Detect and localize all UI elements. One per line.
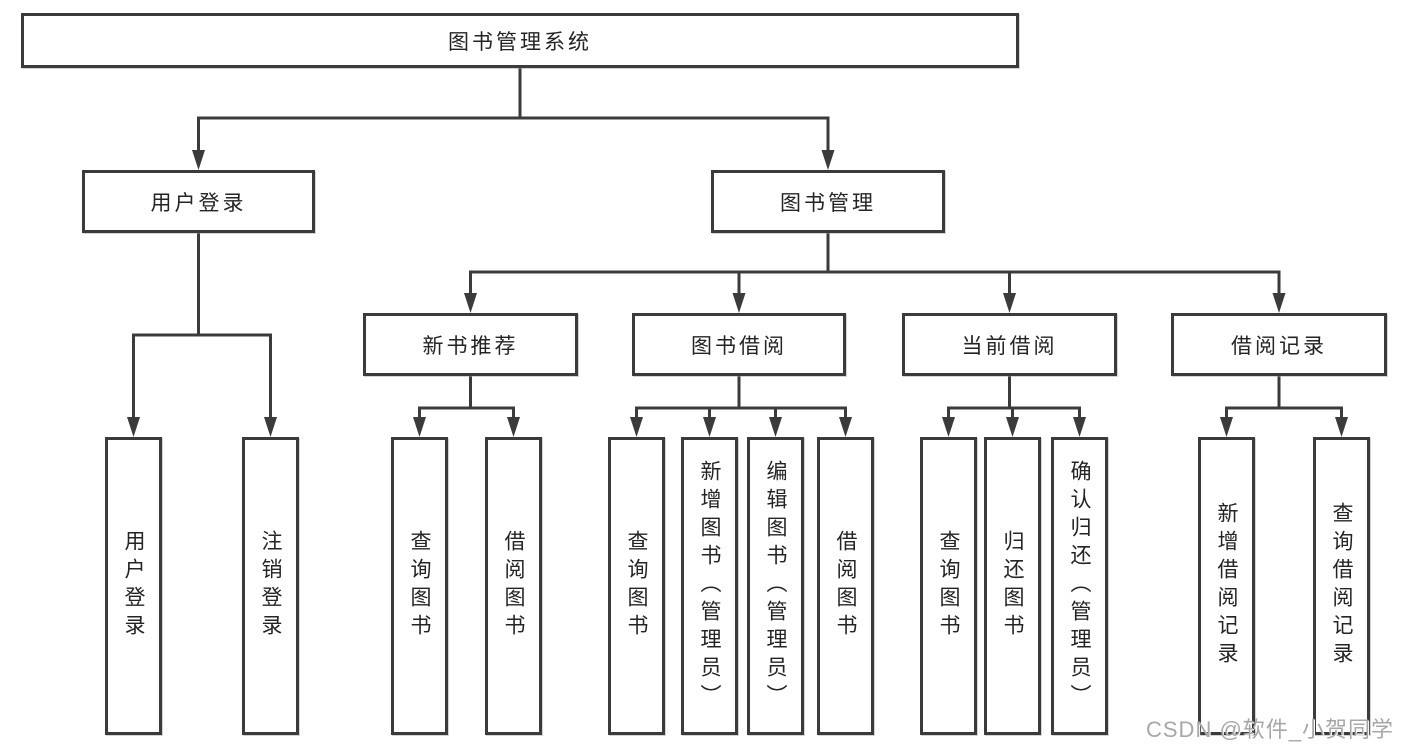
leaf-add-borrow-record: 新增借阅记录 bbox=[1198, 437, 1255, 735]
leaf-query-books-current: 查询图书 bbox=[920, 437, 977, 735]
arrowheads bbox=[127, 150, 1348, 437]
node-borrow-records: 借阅记录 bbox=[1171, 313, 1387, 376]
leaf-borrow-books: 借阅图书 bbox=[817, 437, 874, 735]
leaf-query-books-borrow: 查询图书 bbox=[608, 437, 665, 735]
node-new-book-recommend: 新书推荐 bbox=[363, 313, 578, 376]
leaf-label: 新增借阅记录 bbox=[1215, 502, 1238, 670]
connector-book-management-children bbox=[469, 231, 1281, 298]
leaf-label: 新增图书（管理员） bbox=[698, 460, 721, 712]
leaf-label: 确认归还（管理员） bbox=[1068, 460, 1091, 712]
leaf-label: 查询图书 bbox=[408, 530, 431, 642]
connector-current-borrow-children bbox=[947, 374, 1081, 422]
leaf-add-books-admin: 新增图书（管理员） bbox=[681, 437, 738, 735]
connector-root-to-level2 bbox=[197, 66, 830, 155]
connector-user-login-children bbox=[132, 231, 272, 422]
leaf-label: 查询图书 bbox=[937, 530, 960, 642]
connector-new-book-children bbox=[418, 374, 515, 422]
node-book-borrow: 图书借阅 bbox=[632, 313, 846, 376]
node-current-borrow: 当前借阅 bbox=[902, 313, 1117, 376]
leaf-user-login: 用户登录 bbox=[105, 437, 162, 735]
leaf-logout: 注销登录 bbox=[242, 437, 299, 735]
leaf-label: 借阅图书 bbox=[502, 530, 525, 642]
leaf-confirm-return-admin: 确认归还（管理员） bbox=[1051, 437, 1108, 735]
leaf-label: 借阅图书 bbox=[834, 530, 857, 642]
connector-borrow-record-children bbox=[1225, 374, 1343, 422]
leaf-borrow-books-recommend: 借阅图书 bbox=[485, 437, 542, 735]
node-library-management-system: 图书管理系统 bbox=[21, 13, 1019, 68]
leaf-label: 查询借阅记录 bbox=[1330, 502, 1353, 670]
leaf-label: 查询图书 bbox=[625, 530, 648, 642]
watermark: CSDN @软件_小贺同学 bbox=[1146, 717, 1395, 742]
leaf-query-books-recommend: 查询图书 bbox=[391, 437, 448, 735]
node-book-management: 图书管理 bbox=[711, 170, 945, 233]
connector-book-borrow-children bbox=[635, 374, 847, 422]
leaf-return-books: 归还图书 bbox=[984, 437, 1041, 735]
node-user-login: 用户登录 bbox=[82, 170, 315, 233]
leaf-label: 注销登录 bbox=[259, 530, 282, 642]
leaf-label: 编辑图书（管理员） bbox=[764, 460, 787, 712]
leaf-label: 用户登录 bbox=[122, 530, 145, 642]
leaf-query-borrow-record: 查询借阅记录 bbox=[1313, 437, 1370, 735]
leaf-label: 归还图书 bbox=[1001, 530, 1024, 642]
leaf-edit-books-admin: 编辑图书（管理员） bbox=[747, 437, 804, 735]
